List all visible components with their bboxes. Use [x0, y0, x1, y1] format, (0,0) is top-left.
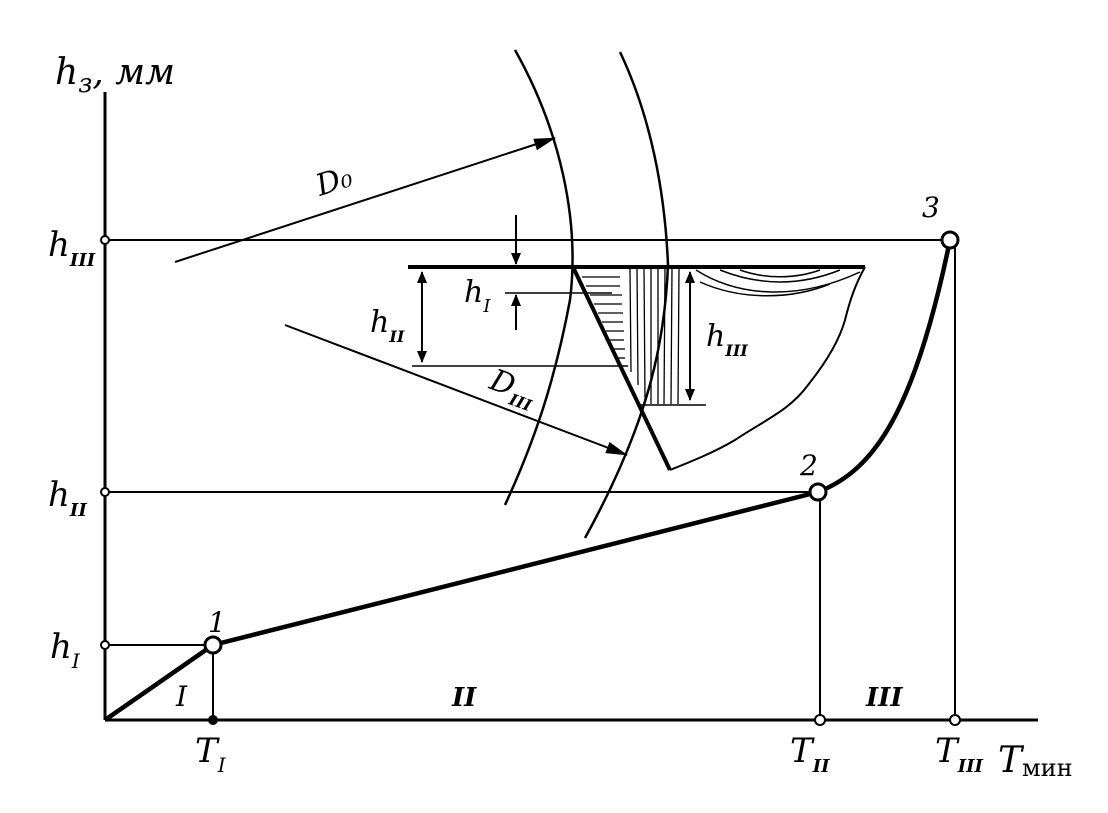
wheel-arc-d0	[503, 49, 574, 506]
tick-h1	[100, 640, 110, 650]
point-label-1: 1	[208, 606, 226, 639]
inset-label-h1: hI	[464, 275, 491, 317]
tick-t3	[949, 714, 961, 726]
label-d3: DIII	[483, 362, 541, 415]
tick-h3	[100, 235, 110, 245]
inset-label-h3: hIII	[706, 319, 748, 360]
d3-arrow	[284, 324, 628, 456]
point-label-2: 2	[799, 449, 818, 482]
label-h3: hIII	[48, 225, 96, 271]
tick-t2	[814, 714, 826, 726]
hatch-vertical	[629, 267, 680, 405]
wear-curve	[103, 239, 953, 722]
y-axis-label: hз, мм	[55, 52, 175, 99]
label-t3: TIII	[935, 731, 984, 777]
crater-lines	[695, 269, 861, 297]
tool-contour	[669, 266, 866, 471]
d0-arrow	[174, 137, 556, 263]
label-t2: TII	[790, 731, 830, 777]
curve-point-1	[203, 635, 223, 655]
point-label-3: 3	[922, 191, 940, 224]
label-h1: hI	[50, 627, 81, 673]
stage-label-3: III	[865, 683, 903, 713]
tick-t1	[208, 715, 218, 725]
hatch-horizontal	[582, 276, 625, 359]
label-h2: hII	[48, 475, 87, 521]
tick-h2	[100, 487, 110, 497]
tool-flank	[571, 266, 672, 471]
stage-label-2: II	[451, 683, 477, 713]
label-d0: D₀	[311, 159, 357, 204]
wheel-arc-d3	[583, 51, 670, 539]
stage-label-1: I	[175, 680, 188, 713]
curve-point-3	[940, 230, 960, 250]
x-axis-label: Tмин	[998, 740, 1073, 782]
curve-point-2	[808, 482, 828, 502]
inset-label-h2: hII	[370, 305, 405, 346]
label-t1: TI	[195, 731, 227, 777]
